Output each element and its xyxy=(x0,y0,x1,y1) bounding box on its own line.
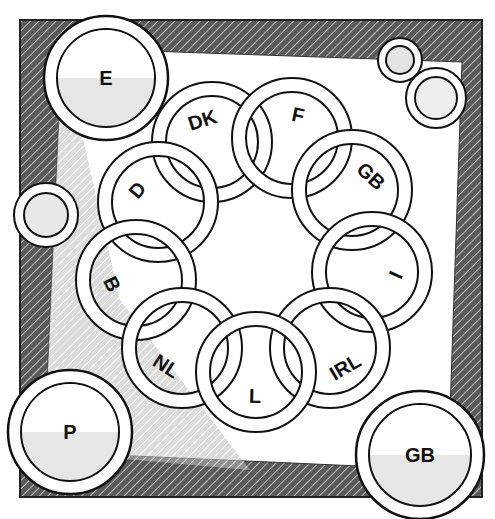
country-circle: P xyxy=(5,367,135,497)
country-circle: E xyxy=(41,13,171,143)
country-code: GB xyxy=(405,445,435,465)
country-circle: GB xyxy=(353,388,487,519)
country-code: B xyxy=(100,273,124,295)
ring-circle: D xyxy=(95,139,221,265)
ring-outline xyxy=(119,285,245,411)
country-code: GB xyxy=(353,158,389,193)
ring-outline xyxy=(289,127,415,253)
country-code: NL xyxy=(150,351,183,382)
ring-circle: IRL xyxy=(267,285,393,411)
ring-outline xyxy=(95,139,221,265)
country-code: IRL xyxy=(326,350,364,384)
ring-outline xyxy=(193,309,319,435)
country-code: I xyxy=(386,268,407,281)
country-code: L xyxy=(249,386,262,406)
ring-circle: L xyxy=(193,309,319,435)
ring-circle: NL xyxy=(119,285,245,411)
ring-circle: GB xyxy=(289,127,415,253)
country-code: E xyxy=(99,68,112,88)
ring-outline xyxy=(267,285,393,411)
country-code: D xyxy=(125,178,150,202)
country-code: DK xyxy=(186,106,220,134)
country-code: F xyxy=(290,104,306,126)
country-code: P xyxy=(63,422,76,442)
